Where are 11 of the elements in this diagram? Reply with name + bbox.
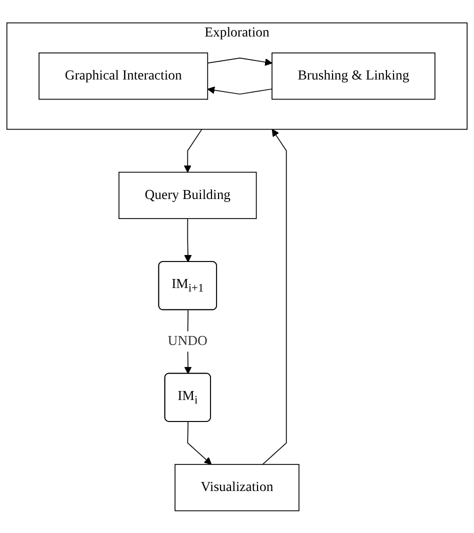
- node-box: Graphical Interaction: [38, 52, 208, 100]
- arrow: [184, 218, 192, 262]
- node-box: Query Building: [118, 172, 257, 219]
- arrow: [184, 128, 202, 172]
- arrow: [207, 57, 272, 66]
- node-box: Brushing & Linking: [272, 52, 436, 100]
- edge-label: UNDO: [168, 333, 208, 348]
- arrow: [187, 421, 212, 464]
- node-box: Visualization: [174, 464, 300, 511]
- arrow: [262, 128, 287, 465]
- arrow: [207, 86, 272, 94]
